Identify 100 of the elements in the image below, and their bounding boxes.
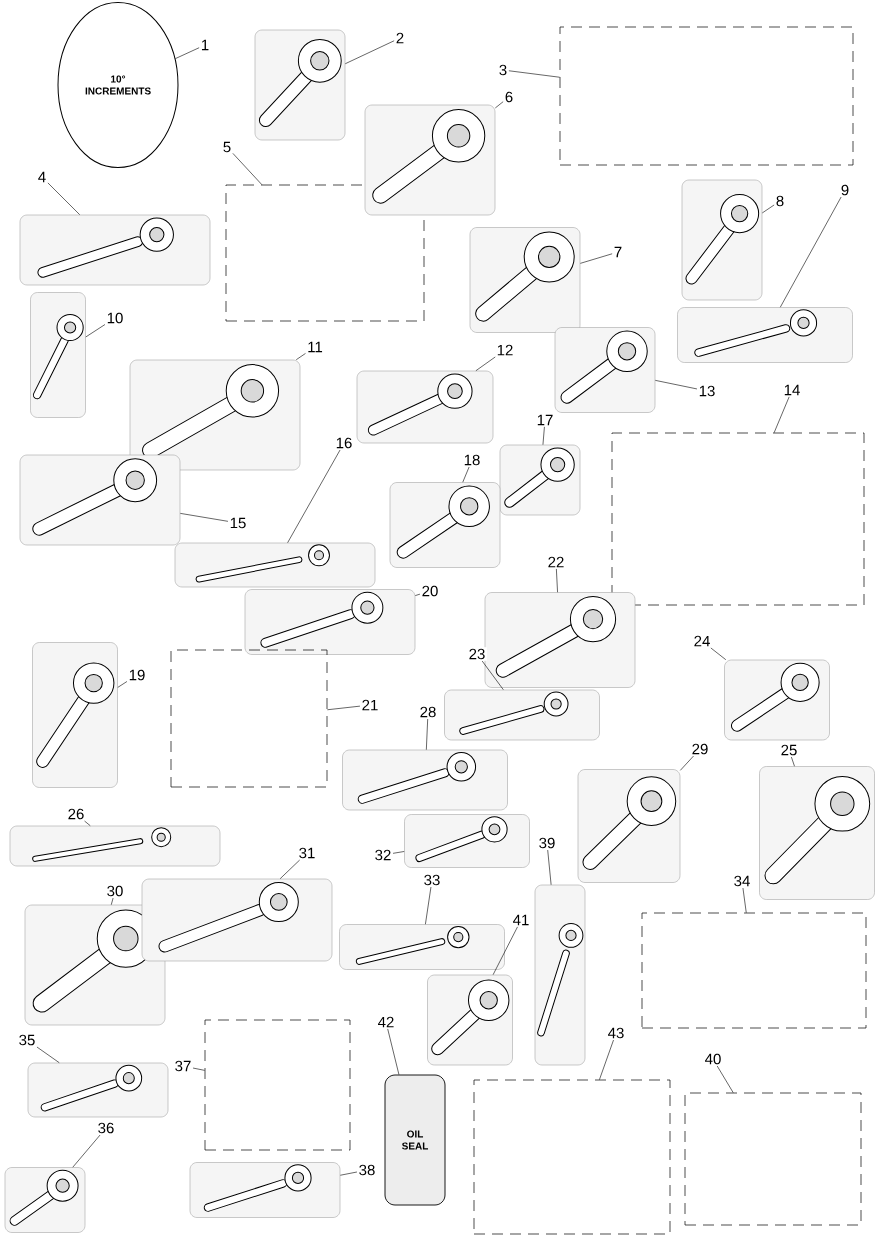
callout-number: 17 — [535, 413, 555, 427]
callout-number: 39 — [537, 836, 557, 850]
leader-line — [175, 47, 200, 59]
callout-number: 9 — [839, 183, 851, 197]
callout-number: 34 — [732, 874, 752, 888]
tool-drawing — [30, 292, 86, 418]
callout-number: 22 — [546, 555, 566, 569]
callout-number: 7 — [612, 245, 624, 259]
leader-line — [47, 182, 81, 215]
leader-line — [495, 101, 504, 109]
callout-number: 4 — [36, 170, 48, 184]
callout-number: 24 — [692, 634, 712, 648]
tool-drawing — [19, 454, 181, 546]
callout-number: 19 — [127, 668, 147, 682]
callout-number: 18 — [462, 453, 482, 467]
leader-line — [192, 1067, 205, 1071]
leader-line — [426, 718, 428, 750]
degree-disc: 10° INCREMENTS — [57, 2, 179, 168]
leader-line — [508, 70, 560, 78]
tool-drawing — [444, 689, 600, 741]
callout-number: 32 — [373, 848, 393, 862]
leader-line — [655, 380, 698, 390]
leader-line — [327, 705, 361, 711]
callout-number: 16 — [334, 436, 354, 450]
callout-number: 13 — [697, 384, 717, 398]
leader-line — [599, 1039, 614, 1080]
leader-line — [279, 859, 300, 879]
kit-frame — [641, 912, 867, 1029]
leader-line — [387, 1028, 400, 1075]
callout-number: 1 — [199, 38, 211, 52]
leader-line — [547, 849, 552, 885]
tool-drawing — [364, 104, 496, 216]
tool-drawing — [32, 642, 118, 788]
kit-frame — [611, 432, 865, 606]
callout-number: 40 — [703, 1052, 723, 1066]
leader-line — [84, 820, 91, 826]
tool-drawing — [339, 924, 505, 970]
callout-number: 15 — [228, 516, 248, 530]
tool-drawing — [342, 749, 508, 811]
callout-number: 33 — [422, 873, 442, 887]
leader-line — [780, 196, 842, 308]
tool-drawing — [9, 825, 221, 867]
tool-drawing — [4, 1167, 86, 1233]
kit-frame — [204, 1019, 351, 1151]
tool-drawing — [244, 589, 416, 655]
tool-drawing — [129, 359, 301, 471]
tool-drawing — [254, 29, 346, 141]
callout-number: 42 — [376, 1015, 396, 1029]
kit-frame — [170, 649, 328, 788]
tool-drawing — [681, 179, 763, 301]
leader-line — [415, 593, 421, 596]
tool-drawing — [554, 327, 656, 413]
callout-number: 3 — [497, 63, 509, 77]
callout-number: 26 — [66, 807, 86, 821]
callout-number: 31 — [297, 846, 317, 860]
leader-line — [36, 1046, 60, 1063]
callout-number: 37 — [173, 1059, 193, 1073]
leader-line — [542, 426, 545, 445]
kit-frame — [684, 1092, 862, 1226]
leader-line — [232, 153, 263, 185]
leader-line — [111, 897, 114, 905]
tool-drawing — [577, 769, 681, 883]
callout-number: 28 — [418, 705, 438, 719]
tool-drawing — [759, 766, 875, 900]
tool-drawing — [174, 542, 376, 588]
leader-line — [556, 568, 558, 593]
leader-line — [492, 926, 518, 975]
callout-number: 10 — [105, 311, 125, 325]
leader-line — [72, 1134, 101, 1168]
leader-line — [392, 851, 405, 854]
tool-drawing — [404, 814, 530, 868]
leader-line — [425, 886, 432, 925]
tool-drawing — [389, 482, 501, 568]
leader-line — [762, 204, 775, 214]
callout-number: 5 — [221, 140, 233, 154]
callout-number: 6 — [503, 90, 515, 104]
callout-number: 43 — [606, 1026, 626, 1040]
tool-drawing — [427, 974, 513, 1066]
leader-line — [295, 353, 306, 360]
callout-number: 41 — [511, 913, 531, 927]
leader-line — [180, 513, 229, 522]
leader-line — [791, 756, 795, 767]
leader-line — [287, 449, 341, 543]
kit-frame — [225, 184, 425, 322]
tool-drawing — [484, 592, 636, 688]
callout-number: 12 — [495, 343, 515, 357]
callout-number: 20 — [420, 584, 440, 598]
leader-line — [481, 660, 504, 690]
callout-number: 35 — [17, 1033, 37, 1047]
kit-frame — [473, 1079, 671, 1235]
leader-line — [345, 40, 395, 64]
callout-number: 23 — [467, 647, 487, 661]
callout-number: 25 — [779, 743, 799, 757]
callout-number: 38 — [357, 1163, 377, 1177]
callout-number: 8 — [774, 194, 786, 208]
tool-drawing — [677, 307, 853, 363]
tool-drawing — [24, 904, 166, 1026]
leader-line — [710, 647, 727, 660]
tool-drawing — [189, 1162, 341, 1218]
leader-line — [742, 887, 747, 913]
